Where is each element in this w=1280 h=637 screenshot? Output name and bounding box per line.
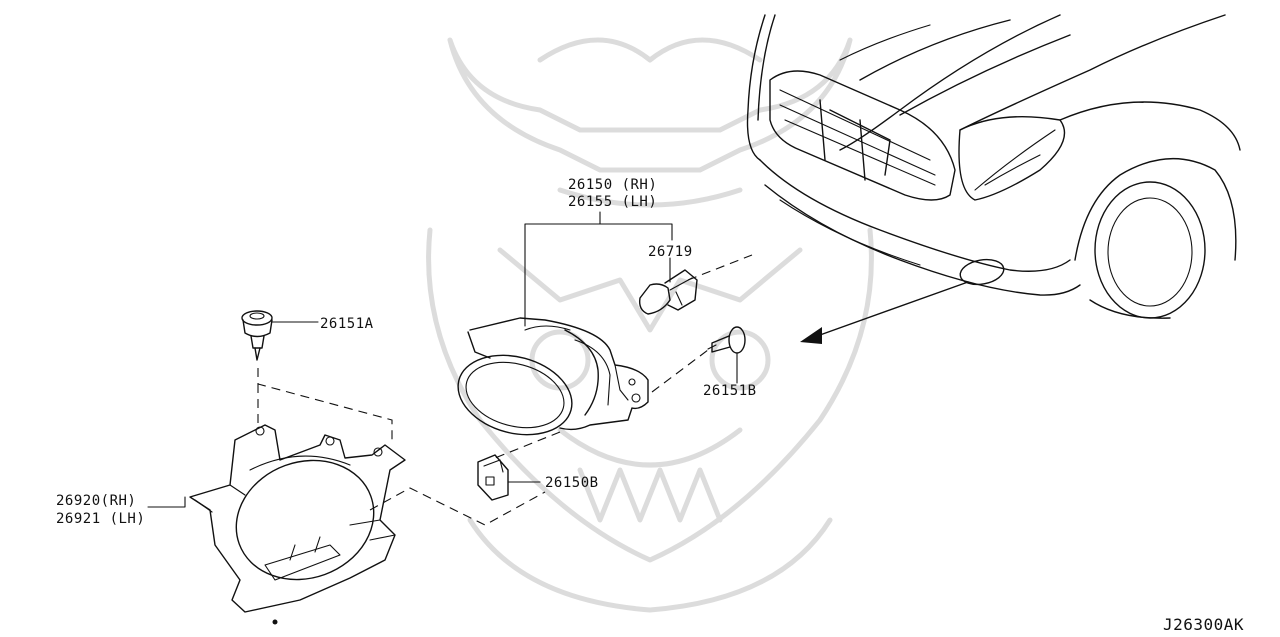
clip-26151a [241,310,273,361]
label-26151b: 26151B [703,383,757,399]
fog-lamp-bulb [638,269,698,315]
fog-lamp-bracket [189,424,406,625]
socket-26150b [477,454,509,501]
assembly-guide-lines [257,254,753,526]
label-26920-rh: 26920(RH) [56,493,136,509]
vehicle-front-illustration [746,14,1241,319]
location-arrow [800,281,969,344]
leader-lines [147,211,738,508]
label-26155-lh: 26155 (LH) [568,194,657,210]
label-26151a: 26151A [320,316,374,332]
label-26719: 26719 [648,244,693,260]
fog-lamp-assembly [457,317,649,436]
label-26150-rh: 26150 (RH) [568,177,657,193]
label-26921-lh: 26921 (LH) [56,511,145,527]
diagram-code: J26300AK [1163,615,1244,634]
label-26150b: 26150B [545,475,599,491]
watermark-emblem [426,37,874,613]
